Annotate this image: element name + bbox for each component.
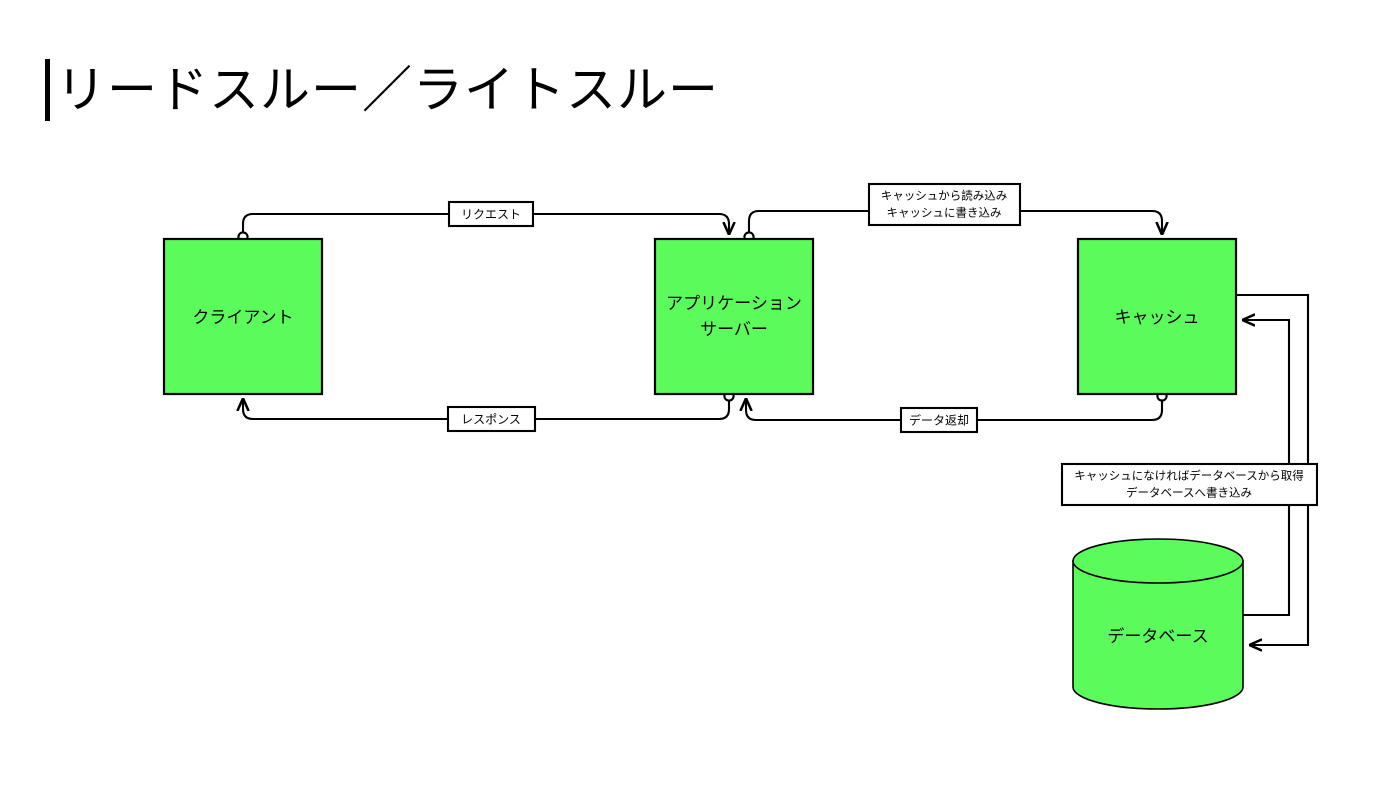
app-server-label-line2: サーバー <box>700 320 768 340</box>
data-return-label-text: データ返却 <box>909 413 969 428</box>
node-cache[interactable]: キャッシュ <box>1076 237 1238 396</box>
client-box[interactable] <box>162 237 324 396</box>
database-label: データベース <box>1107 626 1208 647</box>
request-label-box <box>447 200 535 228</box>
response-label-text: レスポンス <box>461 413 521 427</box>
request-label-text: リクエスト <box>461 208 521 222</box>
edge-label-db-rw: キャッシュになければデータベースから取得 データベースへ書き込み <box>1060 462 1319 507</box>
node-client[interactable]: クライアント <box>162 237 324 396</box>
cache-rw-label-line1: キャッシュから読み込み <box>881 189 1008 203</box>
cache-rw-label-box <box>867 182 1022 227</box>
response-label-box <box>446 405 537 433</box>
edge-label-data-return: データ返却 <box>899 406 979 434</box>
edge-label-request: リクエスト <box>447 200 535 228</box>
database-cylinder-top <box>1072 538 1244 584</box>
title-label: リードスルー／ライトスルー <box>56 61 719 119</box>
database-cylinder-body[interactable] <box>1072 560 1244 710</box>
node-app-server[interactable]: アプリケーション サーバー <box>653 237 815 396</box>
edge-label-response: レスポンス <box>446 405 537 433</box>
page-title: リードスルー／ライトスルー <box>45 55 719 125</box>
title-accent-bar <box>45 59 50 121</box>
data-return-label-box <box>899 406 979 434</box>
cache-box[interactable] <box>1076 237 1238 396</box>
db-rw-label-line2: データベースへ書き込み <box>1126 486 1252 500</box>
node-database[interactable]: データベース <box>1072 538 1244 710</box>
app-server-label-line1: アプリケーション <box>666 294 802 314</box>
client-label: クライアント <box>192 308 293 328</box>
db-rw-label-box <box>1060 462 1319 507</box>
cache-label: キャッシュ <box>1115 308 1200 328</box>
app-server-box[interactable] <box>653 237 815 396</box>
cache-rw-label-line2: キャッシュに書き込み <box>887 206 1002 220</box>
edge-label-cache-rw: キャッシュから読み込み キャッシュに書き込み <box>867 182 1022 227</box>
db-rw-label-line1: キャッシュになければデータベースから取得 <box>1074 469 1303 483</box>
